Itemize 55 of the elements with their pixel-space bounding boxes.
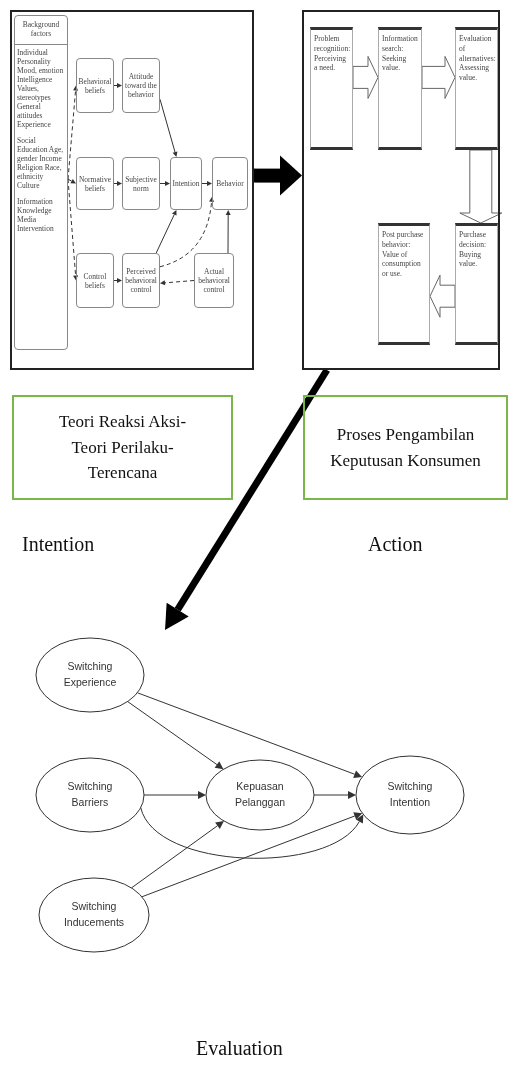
column-label: Evaluation — [196, 1037, 283, 1060]
block-arrow — [429, 274, 456, 318]
node-label: Proses Pengambilan Keputusan Konsumen — [329, 424, 482, 472]
thick-arrow — [254, 155, 302, 196]
arrow — [313, 791, 356, 799]
figure-panel — [10, 10, 254, 370]
construct-box — [194, 253, 234, 308]
construct-box — [122, 253, 160, 308]
arrow — [143, 791, 206, 799]
arrow — [225, 210, 231, 254]
arrow — [136, 692, 363, 778]
block-arrow — [352, 55, 379, 99]
thick-arrow — [165, 368, 330, 630]
construct-ellipse — [35, 757, 145, 833]
construct-box — [122, 58, 160, 113]
arrow — [127, 701, 224, 770]
column-label: Action — [368, 533, 423, 556]
construct-box — [122, 157, 160, 210]
dashed-arrow — [159, 196, 215, 268]
factor-box — [14, 15, 68, 350]
construct-box — [212, 157, 248, 210]
arrow — [141, 812, 363, 898]
node-label: Kepuasan Pelanggan — [233, 779, 287, 810]
caption-box — [12, 395, 233, 500]
node-label: Switching Experience — [62, 659, 118, 690]
construct-ellipse — [35, 637, 145, 713]
construct-ellipse — [205, 759, 315, 831]
construct-box — [76, 253, 114, 308]
construct-ellipse — [38, 877, 150, 953]
arrow — [155, 210, 177, 254]
node-label: Switching Inducements — [62, 899, 126, 930]
construct-box — [76, 58, 114, 113]
arrow — [201, 181, 212, 186]
dashed-arrow — [67, 85, 79, 180]
arrow — [113, 83, 122, 88]
arrow — [159, 181, 170, 186]
arrow — [130, 821, 224, 889]
block-arrow — [421, 55, 456, 99]
node-label: Switching Barriers — [66, 779, 114, 810]
construct-box — [170, 157, 202, 210]
dashed-arrow — [67, 178, 76, 184]
construct-ellipse — [355, 755, 465, 835]
arrow — [159, 98, 178, 157]
dashed-arrow — [160, 280, 195, 286]
arrow — [113, 278, 122, 283]
node-label: Teori Reaksi Aksi- Teori Perilaku- Terencana — [57, 411, 188, 485]
process-step-box — [378, 223, 430, 345]
arrow — [113, 181, 122, 186]
dashed-arrow — [67, 178, 79, 281]
caption-box — [303, 395, 508, 500]
node-label: Switching Intention — [386, 779, 434, 810]
column-label: Intention — [22, 533, 95, 556]
construct-box — [76, 157, 114, 210]
arrow — [140, 807, 365, 859]
block-arrow — [459, 149, 503, 224]
